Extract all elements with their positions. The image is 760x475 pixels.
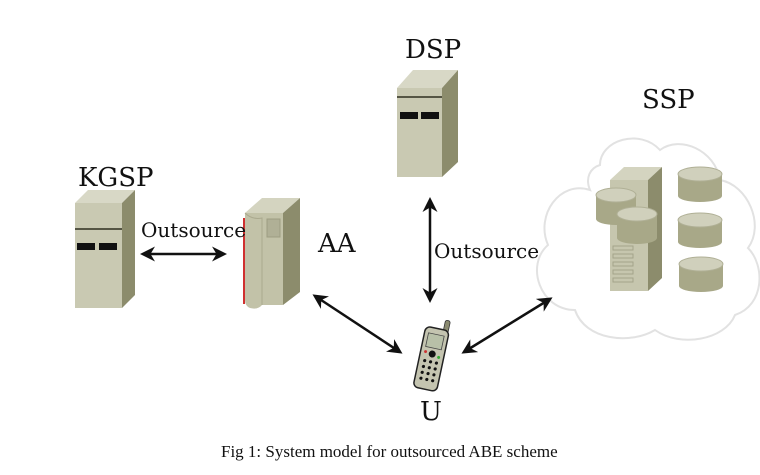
aa-server-icon: [243, 198, 300, 309]
dsp-label: DSP: [405, 35, 461, 65]
edge-label-dsp-user: Outsource: [434, 239, 539, 263]
user-phone-icon: [413, 320, 451, 392]
aa-label: AA: [317, 229, 357, 259]
kgsp-label: KGSP: [78, 163, 154, 193]
kgsp-server-icon: [75, 190, 135, 308]
user-label: U: [420, 397, 442, 427]
arrow-aa-user: [312, 294, 403, 354]
arrow-ssp-user: [461, 297, 553, 354]
dsp-server-icon: [397, 70, 458, 177]
ssp-storage-icon: [595, 166, 724, 292]
figure-caption: Fig 1: System model for outsourced ABE s…: [221, 442, 558, 461]
edge-label-kgsp-aa: Outsource: [141, 218, 246, 242]
ssp-label: SSP: [642, 85, 695, 115]
